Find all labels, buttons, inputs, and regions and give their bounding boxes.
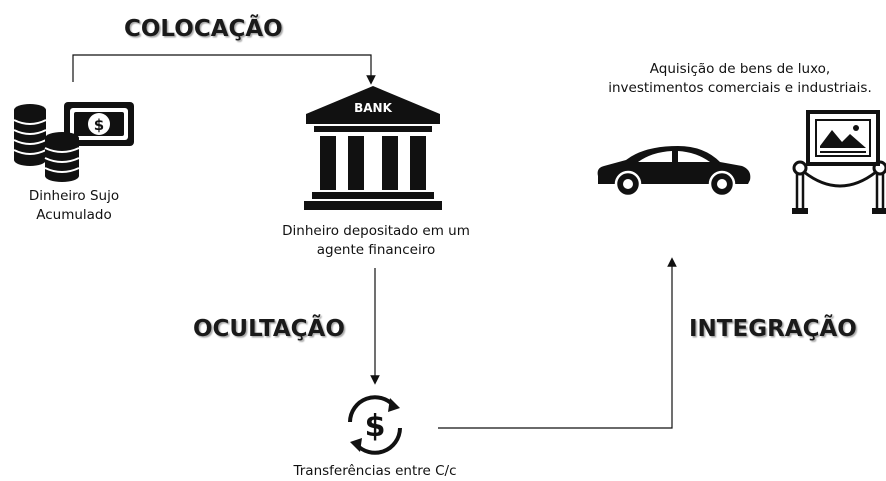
colocacao-connector (72, 54, 376, 85)
luxury-line1: Aquisição de bens de luxo, (649, 61, 831, 77)
stage-title-colocacao: COLOCAÇÃO (124, 16, 283, 42)
luxury-caption: Aquisição de bens de luxo, investimentos… (596, 60, 884, 98)
art-gallery-icon (792, 110, 886, 214)
stage-title-integracao: INTEGRAÇÃO (689, 316, 857, 342)
dirty-money-line2: Acumulado (36, 207, 112, 223)
bank-line1: Dinheiro depositado em um (282, 223, 470, 239)
coins-cash-icon: $ (13, 102, 134, 182)
bank-sign: BANK (354, 101, 392, 115)
dollar-exchange-icon: $ (348, 395, 402, 455)
integracao-connector (438, 257, 677, 429)
bank-icon: BANK (304, 86, 442, 210)
dirty-money-caption: Dinheiro Sujo Acumulado (10, 187, 138, 225)
stage-title-ocultacao: OCULTAÇÃO (193, 316, 345, 342)
luxury-line2: investimentos comerciais e industriais. (608, 80, 872, 96)
transfers-caption: Transferências entre C/c (293, 463, 457, 479)
bank-line2: agente financeiro (316, 242, 436, 258)
svg-text:$: $ (365, 409, 386, 444)
svg-text:$: $ (94, 116, 104, 134)
car-icon (597, 146, 751, 196)
bank-caption: Dinheiro depositado em um agente finance… (262, 222, 490, 260)
dirty-money-line1: Dinheiro Sujo (28, 188, 120, 204)
